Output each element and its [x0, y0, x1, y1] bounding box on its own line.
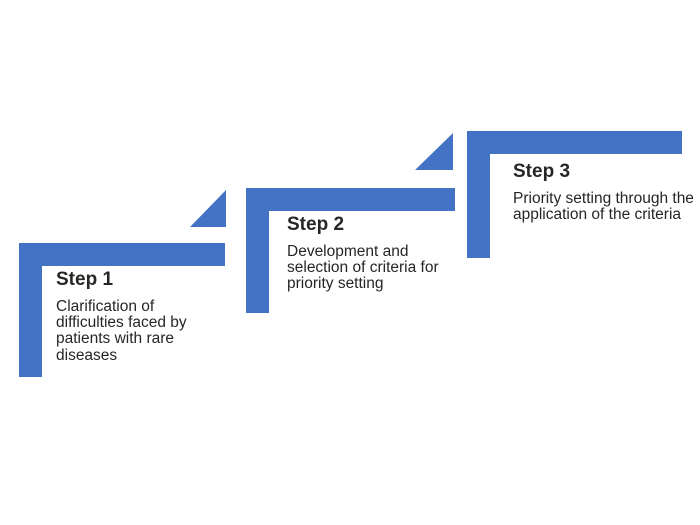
step-2-horizontal-bar: [246, 188, 455, 211]
step-3-text-block: Step 3 Priority setting through the appl…: [513, 161, 700, 223]
step-1-horizontal-bar: [19, 243, 225, 266]
step-up-triangle-2-icon: [415, 133, 453, 170]
step-3-description: Priority setting through the application…: [513, 189, 694, 224]
step-2-description: Development and selection of criteria fo…: [287, 242, 439, 293]
step-2-title: Step 2: [287, 214, 345, 235]
step-up-triangle-1-icon: [190, 190, 226, 227]
step-1-vertical-bar: [19, 243, 42, 377]
step-3-vertical-bar: [467, 131, 490, 258]
step-1-description: Clarification of difficulties faced by p…: [56, 297, 187, 364]
step-2-vertical-bar: [246, 188, 269, 313]
step-2-text-block: Step 2 Development and selection of crit…: [287, 214, 467, 293]
step-3-title: Step 3: [513, 161, 571, 182]
step-1-title: Step 1: [56, 269, 114, 290]
step-3-horizontal-bar: [467, 131, 682, 154]
step-1-text-block: Step 1 Clarification of difficulties fac…: [56, 269, 226, 364]
